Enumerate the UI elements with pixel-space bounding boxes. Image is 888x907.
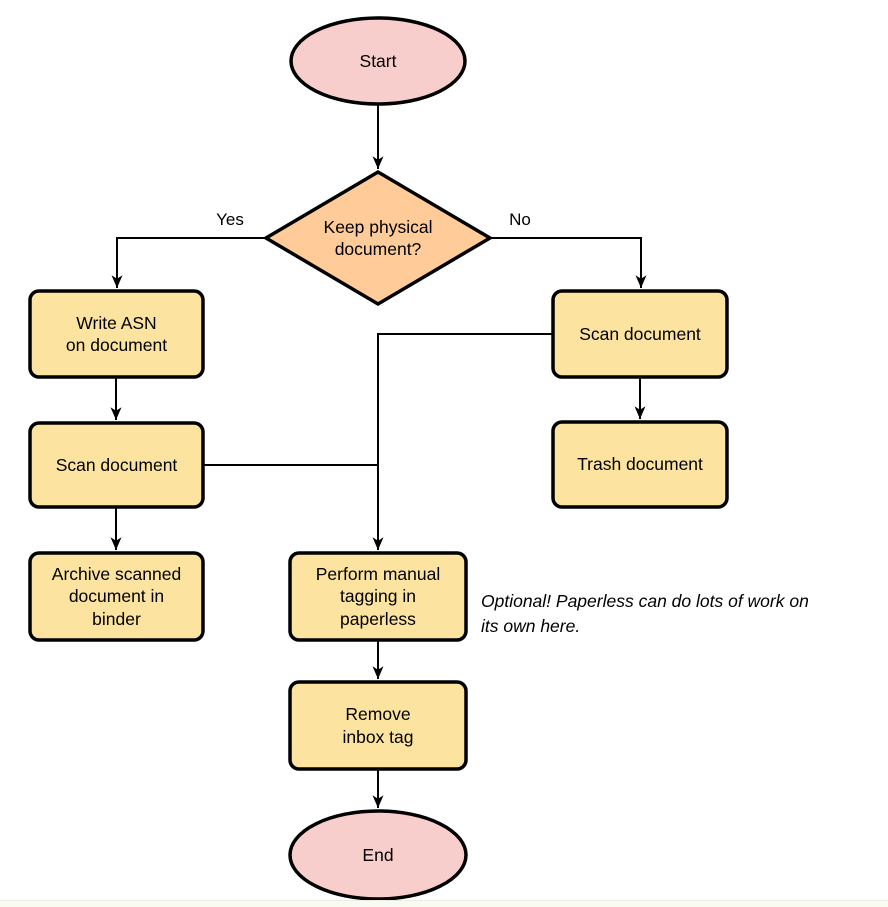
end-terminator-shape bbox=[288, 809, 468, 901]
connectors bbox=[110, 105, 647, 809]
decision-diamond-shape bbox=[262, 169, 494, 307]
start-terminator-shape bbox=[289, 16, 467, 106]
scan-document-right-shape bbox=[551, 289, 729, 379]
optional-note: Optional! Paperless can do lots of work … bbox=[481, 591, 809, 636]
page-bottom-strip bbox=[0, 900, 888, 907]
scan-document-left-shape bbox=[28, 421, 205, 509]
edge-decision-no-to-scan-right bbox=[490, 237, 647, 289]
archive-shape bbox=[28, 551, 205, 642]
edge-decision-yes-to-write-asn bbox=[111, 237, 266, 289]
write-asn-shape bbox=[28, 289, 205, 379]
remove-inbox-tag-shape bbox=[288, 680, 468, 771]
edge-scan-right-to-perform-tagging bbox=[372, 333, 553, 551]
perform-tagging-shape bbox=[288, 551, 468, 642]
trash-document-shape bbox=[551, 420, 729, 509]
